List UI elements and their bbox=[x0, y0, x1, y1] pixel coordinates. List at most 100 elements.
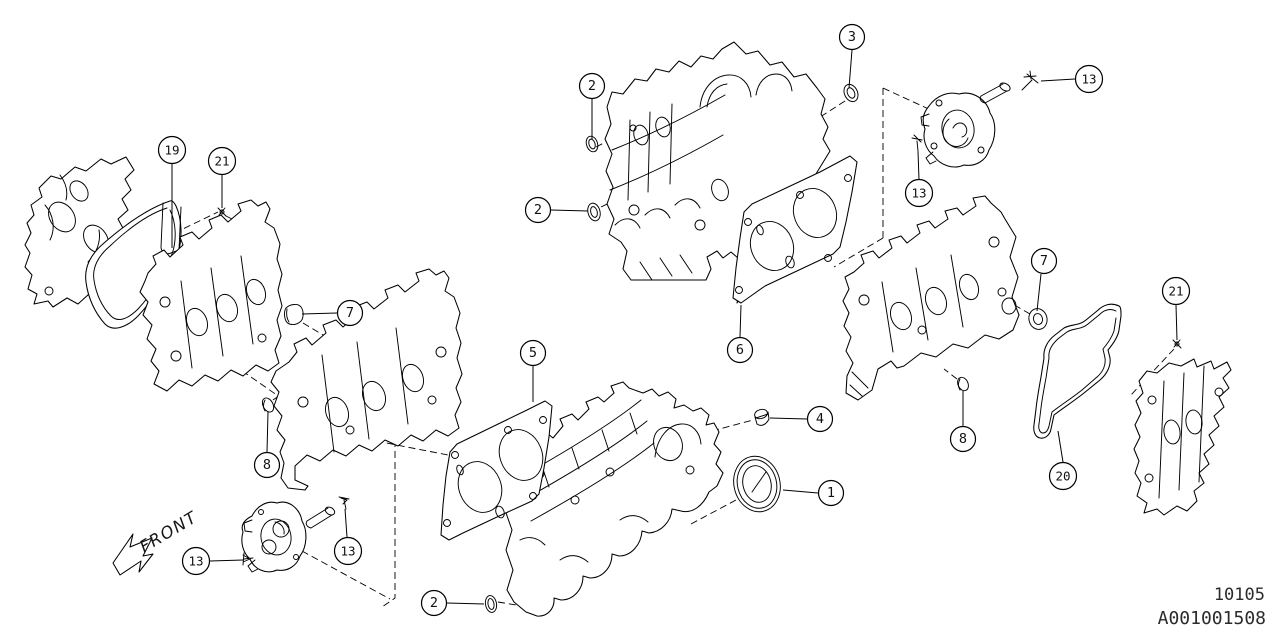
callout-13[interactable]: 13 bbox=[333, 508, 363, 566]
callout-6[interactable]: 6 bbox=[726, 304, 754, 364]
callout-circle[interactable] bbox=[817, 479, 845, 507]
callout-5[interactable]: 5 bbox=[519, 339, 547, 403]
plug-icon-8-left bbox=[261, 397, 275, 413]
callout-19[interactable]: 19 bbox=[157, 135, 187, 249]
callout-circle[interactable] bbox=[838, 23, 866, 51]
callout-circle[interactable] bbox=[949, 425, 977, 453]
callout-8[interactable]: 8 bbox=[949, 391, 977, 453]
callout-2[interactable]: 2 bbox=[420, 589, 485, 617]
callout-circle[interactable] bbox=[181, 546, 211, 576]
bolt-icon-13b bbox=[911, 134, 923, 152]
part-rocker-cover-gasket-lh bbox=[85, 200, 182, 329]
part-cylinder-head-lh bbox=[270, 268, 463, 491]
callout-7[interactable]: 7 bbox=[301, 299, 364, 327]
callout-layer: 1 2 2 2 3 4 5 6 7 7 8 8 13 13 13 13 19 20 21 21 bbox=[157, 23, 1191, 617]
bolt-icon-13a bbox=[1021, 70, 1039, 91]
callout-number: 2 bbox=[430, 595, 438, 611]
front-direction-arrow bbox=[112, 533, 154, 576]
callout-number: 2 bbox=[534, 202, 542, 218]
callout-number: 13 bbox=[340, 544, 355, 559]
callout-21[interactable]: 21 bbox=[1161, 276, 1191, 341]
callout-circle[interactable] bbox=[157, 135, 187, 165]
plug-icon-4 bbox=[754, 408, 770, 426]
drawing-number: A001001508 bbox=[1158, 608, 1266, 629]
callout-leader bbox=[266, 411, 269, 453]
callout-number: 19 bbox=[164, 143, 179, 158]
callout-4[interactable]: 4 bbox=[769, 405, 834, 433]
oil-seal-icon-1 bbox=[733, 455, 781, 513]
callout-number: 20 bbox=[1055, 469, 1070, 484]
callout-leader bbox=[769, 417, 808, 420]
callout-circle[interactable] bbox=[207, 146, 237, 176]
callout-number: 7 bbox=[1040, 253, 1048, 269]
callout-circle[interactable] bbox=[1074, 64, 1104, 94]
screw-icon-21-right bbox=[1172, 339, 1182, 349]
callout-circle[interactable] bbox=[1161, 276, 1191, 306]
part-block-cover-rear bbox=[920, 92, 996, 168]
callout-circle[interactable] bbox=[519, 339, 547, 367]
callout-leader bbox=[782, 489, 819, 494]
callout-number: 13 bbox=[188, 554, 203, 569]
callout-leader bbox=[1036, 273, 1042, 312]
part-cylinder-head-rh bbox=[842, 195, 1020, 401]
callout-leader bbox=[550, 209, 589, 212]
callout-leader bbox=[848, 49, 853, 89]
bolt-icon-13d bbox=[338, 496, 350, 510]
callout-circle[interactable] bbox=[578, 72, 606, 100]
callout-circle[interactable] bbox=[336, 299, 364, 327]
callout-number: 1 bbox=[827, 485, 835, 501]
seal-icon-7-right bbox=[1028, 308, 1048, 330]
o-ring-icon-2-left bbox=[587, 202, 601, 222]
callout-number: 21 bbox=[1168, 284, 1183, 299]
callout-circle[interactable] bbox=[726, 336, 754, 364]
callout-21[interactable]: 21 bbox=[207, 146, 237, 209]
bolt-icon-13c bbox=[242, 552, 254, 566]
callout-leader bbox=[209, 559, 244, 562]
callout-circle[interactable] bbox=[524, 196, 552, 224]
o-ring-icon-2-top bbox=[585, 135, 599, 153]
part-camshaft-carrier-lh bbox=[139, 199, 283, 392]
callout-13[interactable]: 13 bbox=[1040, 64, 1104, 94]
callout-2[interactable]: 2 bbox=[578, 72, 606, 140]
part-rocker-cover-gasket-rh bbox=[1033, 303, 1122, 439]
callout-leader bbox=[1057, 430, 1064, 463]
callout-circle[interactable] bbox=[253, 451, 281, 479]
callout-leader bbox=[301, 312, 338, 315]
figure-number: 10105 bbox=[1214, 585, 1265, 605]
callout-3[interactable]: 3 bbox=[838, 23, 866, 89]
callout-8[interactable]: 8 bbox=[253, 411, 281, 479]
dowel-pin-rear bbox=[979, 82, 1011, 104]
callout-13[interactable]: 13 bbox=[904, 150, 934, 208]
plug-icon-8-right bbox=[957, 376, 969, 392]
cam-plug-icon-7-left bbox=[284, 304, 304, 325]
callout-number: 8 bbox=[263, 457, 271, 473]
callout-13[interactable]: 13 bbox=[181, 546, 244, 576]
callout-20[interactable]: 20 bbox=[1048, 430, 1078, 491]
callout-1[interactable]: 1 bbox=[782, 479, 845, 507]
callout-circle[interactable] bbox=[420, 589, 448, 617]
o-ring-icon-3 bbox=[843, 83, 859, 103]
part-cylinder-head-gasket-lh bbox=[440, 400, 553, 541]
callout-number: 6 bbox=[736, 342, 744, 358]
callout-leader bbox=[739, 304, 742, 338]
callout-circle[interactable] bbox=[333, 536, 363, 566]
callout-leader bbox=[446, 602, 485, 605]
callout-circle[interactable] bbox=[1048, 461, 1078, 491]
o-ring-icon-2-bottom bbox=[484, 595, 498, 613]
callout-number: 8 bbox=[959, 431, 967, 447]
callout-number: 21 bbox=[214, 154, 229, 169]
part-block-cover-front bbox=[241, 501, 307, 573]
callout-leader bbox=[344, 508, 348, 538]
part-rocker-cover-rh bbox=[1133, 358, 1232, 516]
callout-number: 13 bbox=[1081, 72, 1096, 87]
callout-circle[interactable] bbox=[806, 405, 834, 433]
callout-2[interactable]: 2 bbox=[524, 196, 589, 224]
callout-leader bbox=[1175, 304, 1178, 341]
screw-icon-21-left bbox=[217, 207, 227, 217]
callout-number: 5 bbox=[529, 345, 537, 361]
callout-circle[interactable] bbox=[904, 178, 934, 208]
callout-circle[interactable] bbox=[1030, 247, 1058, 275]
callout-7[interactable]: 7 bbox=[1030, 247, 1058, 312]
